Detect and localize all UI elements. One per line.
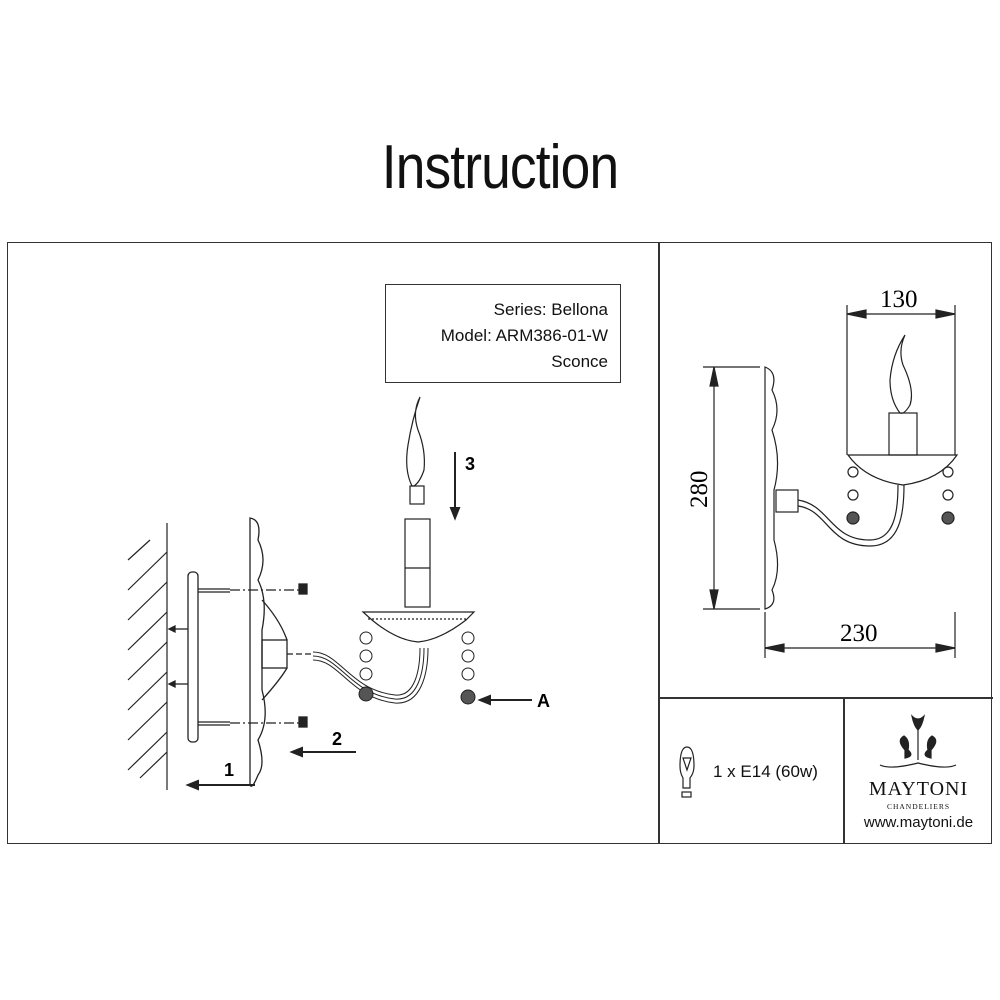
step2-arrow — [289, 746, 356, 758]
dimension-width: 130 — [880, 286, 918, 313]
panel-divider-horizontal — [658, 697, 993, 699]
candle-cup — [361, 518, 476, 643]
arm — [312, 647, 429, 704]
step3-arrow — [449, 452, 461, 521]
panel-divider — [658, 242, 660, 844]
step2-label: 2 — [332, 729, 342, 749]
step1-arrow — [185, 779, 255, 791]
panel-divider-bottom — [843, 697, 845, 844]
model-label: Model: ARM386-01-W — [440, 326, 608, 345]
callout-a-arrow — [477, 694, 532, 706]
mounting-plate — [167, 571, 308, 743]
callout-a-label: A — [537, 691, 550, 711]
series-label: Series: Bellona — [493, 300, 608, 319]
dimension-height: 280 — [686, 471, 713, 509]
instruction-frame — [7, 242, 992, 844]
brand-subtitle: CHANDELIERS — [886, 802, 951, 811]
brand-name: MAYTONI — [868, 778, 969, 800]
brand-website[interactable]: www.maytoni.de — [863, 814, 974, 831]
wall-hatching — [127, 523, 168, 790]
page-title: Instruction — [381, 133, 619, 202]
dimension-drawing — [703, 305, 959, 658]
crystal-drops — [358, 631, 476, 705]
dimension-depth: 230 — [840, 620, 878, 647]
product-info-box: Series: Bellona Model: ARM386-01-W Sconc… — [385, 284, 621, 383]
candle-bulb — [406, 396, 425, 505]
light-bulb-icon — [679, 746, 695, 798]
backplate — [249, 517, 312, 787]
product-type-label: Sconce — [551, 352, 608, 371]
chandelier-logo-icon — [879, 714, 957, 768]
step3-label: 3 — [465, 454, 475, 474]
bulb-spec: 1 x E14 (60w) — [713, 762, 818, 781]
step1-label: 1 — [224, 760, 234, 780]
